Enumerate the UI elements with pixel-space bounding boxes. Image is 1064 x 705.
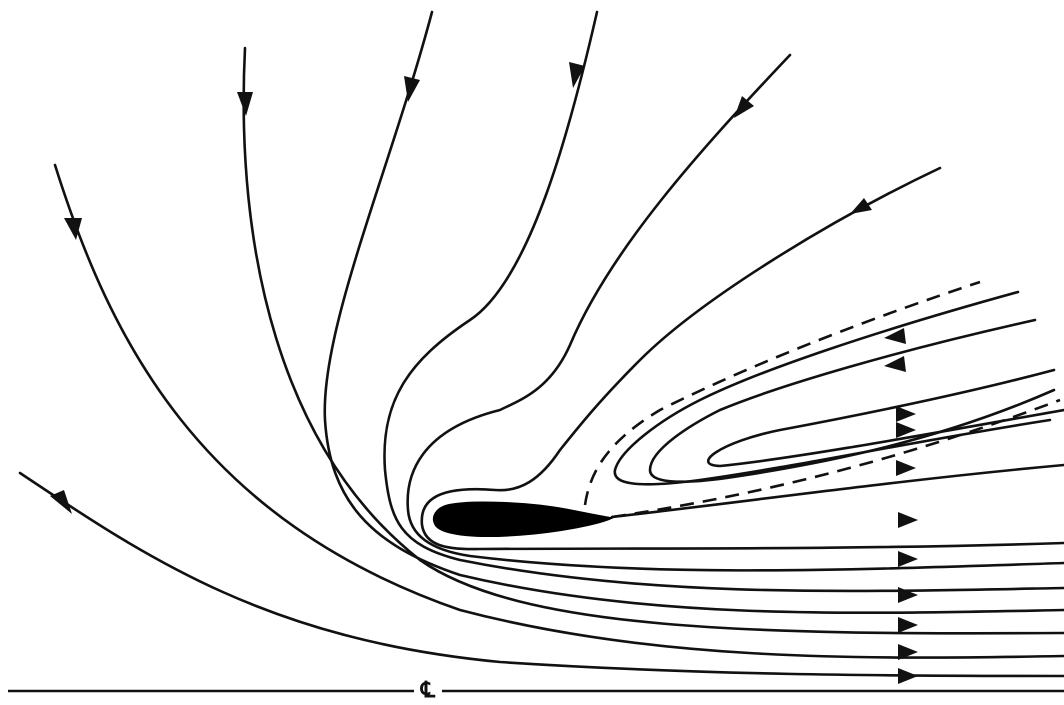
streamline (323, 10, 1064, 615)
flow-arrow-icon (896, 406, 916, 422)
streamline (706, 368, 1064, 468)
flow-arrow-icon (896, 422, 916, 438)
flow-arrow-icon (898, 512, 918, 528)
flow-arrow-icon (898, 587, 918, 603)
flow-arrow-icon (898, 668, 918, 684)
dividing-streamline (611, 398, 1061, 519)
flow-arrow-icon (884, 328, 906, 344)
flow-arrow-icon (569, 62, 585, 88)
streamline (420, 166, 1064, 551)
flow-arrow-icon (898, 617, 918, 633)
flow-arrow-icon (50, 490, 72, 514)
streamline (53, 163, 1064, 659)
streamline (610, 463, 1064, 519)
streamline (18, 471, 1064, 678)
streamline (648, 318, 1056, 484)
streamline (383, 10, 1064, 593)
flow-arrow-icon (898, 551, 918, 567)
flow-arrow-icon (896, 460, 916, 476)
flow-arrow-icon (64, 218, 82, 240)
body-shape (432, 501, 615, 538)
centerline-label: ℄ (414, 676, 442, 704)
streamline (406, 53, 1064, 572)
flow-arrow-icon (850, 198, 872, 214)
flow-arrow-icon (404, 76, 420, 102)
flow-arrow-icon (237, 92, 253, 116)
flow-arrow-icon (884, 356, 906, 372)
dividing-streamline (583, 280, 981, 506)
flow-arrow-icon (734, 96, 754, 118)
flow-arrow-icon (898, 644, 918, 660)
